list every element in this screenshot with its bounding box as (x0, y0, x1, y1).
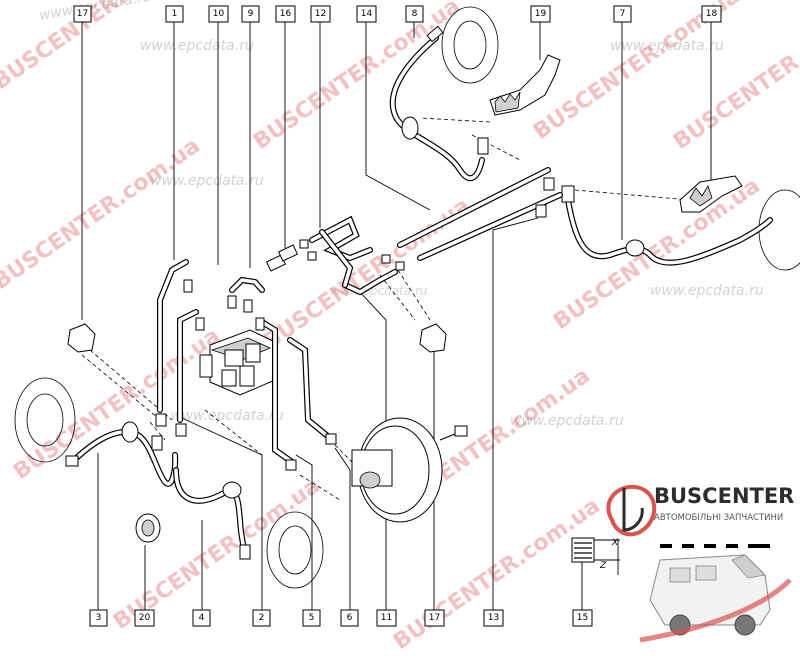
svg-text:8: 8 (412, 9, 418, 19)
watermark-epc: www.epcdata.ru (650, 283, 764, 299)
bracket-front-right (489, 54, 561, 116)
nut-part-20 (135, 513, 161, 543)
bracket-rear-right (679, 175, 743, 213)
watermark-epc: www.epcdata.ru (170, 408, 284, 424)
callout-19: 19 (530, 5, 551, 23)
svg-text:13: 13 (488, 613, 499, 623)
svg-text:7: 7 (620, 9, 626, 19)
svg-text:20: 20 (139, 613, 151, 623)
watermark-epc: www.epcdata.ru (150, 173, 264, 189)
brake-clips (67, 323, 447, 353)
svg-text:16: 16 (280, 9, 292, 19)
watermark-brand: BUSCENTER.com.ua (549, 173, 765, 334)
callout-7: 7 (613, 5, 632, 23)
callout-4: 4 (192, 609, 211, 627)
watermark-epc: www.epcdata.ru (610, 38, 724, 54)
long-pipes (309, 167, 563, 296)
abs-pipes (155, 259, 337, 471)
svg-text:18: 18 (706, 9, 718, 19)
wheels (14, 6, 800, 589)
callout-15: 15 (572, 609, 593, 627)
wheel-front-left-tire (14, 377, 76, 463)
watermark-brand: BUSCENTER.com.ua (9, 323, 225, 484)
logo-van-illustration (639, 554, 792, 643)
connectors (265, 239, 317, 272)
logo-ruler (660, 544, 770, 548)
abs-hydraulic-unit (199, 329, 276, 396)
svg-text:11: 11 (381, 613, 392, 623)
wheel-front-right-hub (453, 20, 487, 70)
svg-text:2: 2 (259, 613, 265, 623)
callout-5: 5 (302, 609, 321, 627)
callout-2: 2 (252, 609, 271, 627)
flexible-hose-front-left (65, 421, 179, 487)
logo-subtitle: АВТОМОБІЛЬНІ ЗАПЧАСТИНИ (654, 513, 783, 523)
watermark-brand: BUSCENTER.com.ua (389, 493, 605, 654)
flexible-hose-front-right (389, 25, 489, 182)
logo-emblem (606, 484, 657, 537)
wheel-rear-left-hub (278, 525, 312, 575)
svg-text:3: 3 (96, 613, 102, 623)
callout-6: 6 (340, 609, 359, 627)
svg-text:1: 1 (172, 9, 178, 19)
callout-17-top: 17 (73, 5, 92, 23)
svg-text:15: 15 (577, 613, 588, 623)
wheel-front-right-tire (441, 6, 499, 84)
callout-12: 12 (310, 5, 331, 23)
callout-1: 1 (165, 5, 184, 23)
buscenter-logo: BUSCENTER АВТОМОБІЛЬНІ ЗАПЧАСТИНИ (606, 484, 794, 643)
callout-3: 3 (89, 609, 108, 627)
callout-8: 8 (405, 5, 424, 23)
wheel-rear-right-tire (758, 189, 800, 271)
svg-text:12: 12 (315, 9, 326, 19)
wheel-front-left-hub (26, 393, 64, 447)
leader-lines (81, 22, 712, 610)
logo-emblem-inner (622, 488, 644, 532)
svg-text:4: 4 (199, 613, 205, 623)
callout-17-bottom: 17 (424, 609, 445, 627)
callout-16: 16 (275, 5, 296, 23)
callout-14: 14 (356, 5, 377, 23)
callout-20: 20 (134, 609, 155, 627)
watermark-epc: www.epcdata.ru (510, 413, 624, 429)
svg-text:14: 14 (361, 9, 373, 19)
callout-18: 18 (701, 5, 722, 23)
watermark-brand: BUSCENTER (669, 50, 800, 155)
svg-text:10: 10 (213, 9, 225, 19)
logo-brand-text: BUSCENTER (654, 484, 794, 508)
dimension-x-label: X (611, 538, 619, 548)
flexible-hose-rear-right (561, 185, 773, 266)
svg-text:9: 9 (248, 9, 254, 19)
watermark-brand: BUSCENTER.com.ua (249, 0, 465, 155)
callout-13: 13 (483, 609, 504, 627)
fitting-detail: X Z (571, 537, 620, 575)
svg-text:19: 19 (535, 9, 547, 19)
svg-text:6: 6 (347, 613, 353, 623)
svg-text:5: 5 (309, 613, 315, 623)
watermark-epc: www.epcdata.ru (140, 38, 254, 54)
flexible-hose-rear-left (173, 467, 251, 560)
dimension-z-label: Z (599, 561, 607, 571)
callouts-bottom: 3 20 4 2 5 6 11 17 13 15 (89, 609, 593, 627)
svg-text:17: 17 (77, 9, 88, 19)
callout-9: 9 (241, 5, 260, 23)
callouts-top: 17 1 10 9 16 12 14 8 19 7 18 (73, 5, 722, 23)
callout-10: 10 (208, 5, 229, 23)
svg-text:17: 17 (429, 613, 440, 623)
brake-servo (351, 417, 468, 523)
wheel-rear-left-tire (266, 511, 324, 589)
callout-11: 11 (376, 609, 397, 627)
